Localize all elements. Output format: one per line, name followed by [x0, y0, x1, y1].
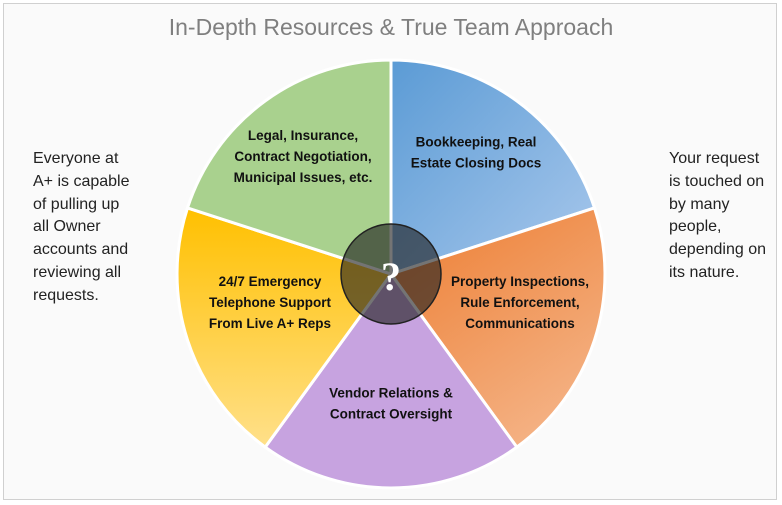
segment-label-line: Rule Enforcement,: [460, 295, 579, 310]
pie-segment-property-inspections: [388, 206, 607, 450]
pie-segment-emergency-support: [175, 206, 394, 450]
center-circle: [340, 223, 442, 325]
segment-label-line: Contract Oversight: [330, 407, 453, 422]
segment-label-line: Estate Closing Docs: [411, 156, 542, 171]
segment-label-line: Bookkeeping, Real: [416, 135, 537, 150]
segment-label-line: 24/7 Emergency: [219, 274, 322, 289]
segment-label-line: Legal, Insurance,: [248, 128, 358, 143]
segment-label-vendor-relations: Vendor Relations & Contract Oversight: [329, 386, 453, 422]
pie-segment-legal-insurance: [185, 58, 393, 277]
left-note: Everyone at A+ is capable of pulling up …: [33, 150, 130, 304]
pie-segment-bookkeeping: [389, 58, 597, 277]
segment-label-line: Property Inspections,: [451, 274, 589, 289]
segment-label-line: Vendor Relations &: [329, 386, 453, 401]
segment-label-line: Communications: [465, 316, 575, 331]
diagram-title: In-Depth Resources & True Team Approach: [168, 14, 614, 40]
segment-label-line: Contract Negotiation,: [234, 149, 371, 164]
segment-label-legal-insurance: Legal, Insurance, Contract Negotiation, Mu…: [234, 128, 373, 185]
right-note: Your request is touched on by many peopl…: [669, 150, 766, 281]
segment-label-line: From Live A+ Reps: [209, 316, 331, 331]
segment-label-property-inspections: Property Inspections, Rule Enforcement, Co…: [451, 274, 589, 331]
pie-segment-vendor-relations: [263, 271, 519, 490]
question-mark: ?: [381, 254, 401, 299]
segment-label-line: Municipal Issues, etc.: [234, 170, 373, 185]
segment-label-line: Telephone Support: [209, 295, 331, 310]
